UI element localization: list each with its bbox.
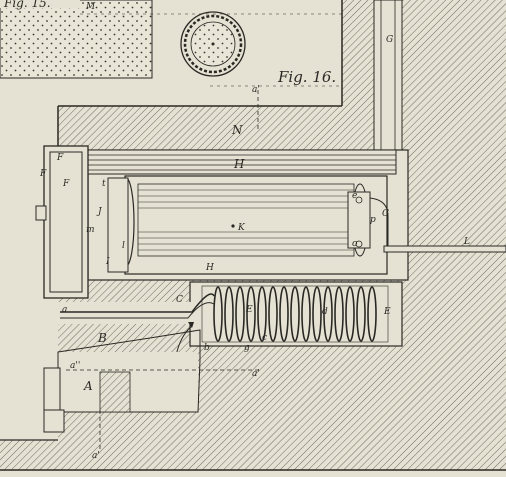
label-e: e (352, 191, 357, 201)
label-a-prime-top: a' (252, 85, 260, 95)
coil-turn (213, 286, 223, 342)
label-d: d (322, 307, 328, 317)
top-figure-label: Fig. 15. (3, 0, 51, 10)
coil-turn (235, 286, 245, 342)
round-vent (180, 11, 246, 77)
label-p: p (370, 215, 376, 225)
section-lines (66, 13, 342, 452)
label-a-pp-left: a'' (70, 361, 80, 371)
label-b: b (204, 343, 210, 353)
label-F3: F (62, 179, 70, 189)
label-F2: F (39, 169, 47, 179)
label-I: I (105, 257, 110, 267)
label-L: L (463, 237, 470, 247)
coil-turn (312, 286, 322, 342)
pipe-L (383, 245, 506, 253)
label-m: m (86, 225, 95, 235)
label-o: o (352, 239, 358, 249)
label-N: N (231, 123, 243, 137)
label-C-left: C (176, 295, 183, 305)
coil-turn (345, 286, 355, 342)
dotted-panel (0, 0, 153, 79)
label-G: G (386, 35, 393, 45)
coil-turn (268, 286, 278, 342)
coil-turn (224, 286, 234, 342)
coil-turn (290, 286, 300, 342)
cylinder-K (117, 175, 388, 275)
label-C-right: C (382, 209, 389, 219)
coil-turn (367, 286, 377, 342)
coil-turn (279, 286, 289, 342)
coil-turn (301, 286, 311, 342)
label-E2: E (383, 307, 391, 317)
label-H-top: H (233, 157, 245, 171)
coil-turn (257, 286, 267, 342)
door-F (35, 145, 89, 299)
valve-box (347, 191, 389, 249)
label-g: g (244, 343, 250, 353)
label-M: M (85, 2, 96, 12)
figure-label: Fig. 16. (277, 68, 336, 86)
coil-turn (246, 286, 256, 342)
label-a: a (62, 305, 67, 315)
ash-box (43, 329, 201, 433)
label-F1: F (56, 153, 64, 163)
label-l: l (122, 241, 125, 251)
label-a-prime-mid: a' (252, 369, 260, 379)
label-J: J (96, 207, 103, 217)
label-H-bottom: H (205, 263, 214, 273)
coil-turn (334, 286, 344, 342)
label-B: B (97, 331, 107, 345)
coil-turn (356, 286, 366, 342)
label-K: K (237, 223, 246, 233)
label-A: A (83, 379, 93, 393)
heating-coil (213, 286, 377, 342)
label-c: c (262, 333, 267, 343)
coil-turn (323, 286, 333, 342)
front-frame (107, 177, 129, 273)
label-E1: E (245, 305, 253, 315)
label-t: t (102, 179, 106, 189)
label-a-prime-bottom: a' (92, 451, 100, 461)
